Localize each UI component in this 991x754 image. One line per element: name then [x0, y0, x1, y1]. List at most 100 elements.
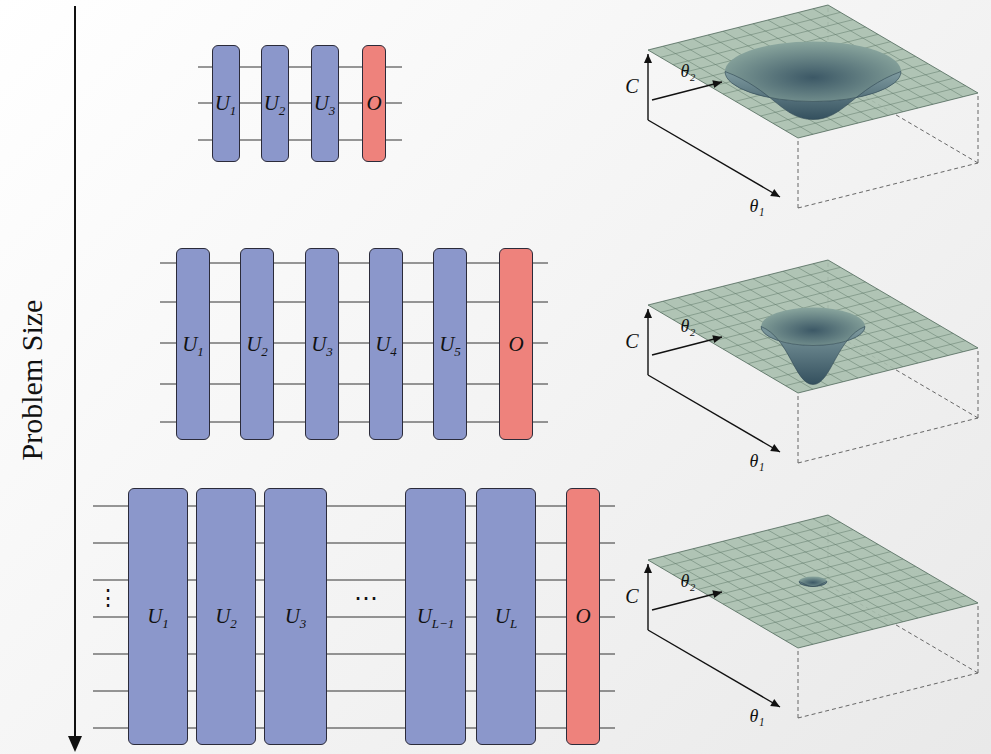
gate-subscript: 3	[329, 103, 336, 118]
gate-subscript: 1	[162, 616, 169, 631]
box-edge	[798, 648, 799, 718]
unitary-gate: UL	[476, 488, 536, 745]
gate-symbol: U	[439, 332, 454, 356]
unitary-gate: U1	[212, 45, 240, 162]
gate-label: U5	[439, 334, 461, 355]
box-edge	[978, 603, 979, 673]
axis-head	[770, 699, 780, 707]
gate-label: U2	[246, 334, 268, 355]
box-edge	[798, 393, 799, 463]
gate-symbol: U	[215, 604, 230, 628]
gate-symbol: U	[147, 604, 162, 628]
axis-title: Problem Size	[17, 300, 47, 461]
axis-label: C	[625, 76, 638, 96]
axis-arrow	[647, 564, 648, 630]
axis-label: θ₁	[749, 197, 764, 215]
gate-label: U2	[215, 606, 237, 627]
grid-line	[798, 523, 948, 611]
grid-line	[768, 530, 918, 618]
gate-symbol: U	[264, 91, 279, 115]
axis-arrow	[652, 592, 722, 610]
unitary-gate: UL−1	[405, 488, 466, 745]
axis-head	[644, 54, 652, 63]
grid-line	[786, 596, 966, 641]
axis-arrow	[652, 82, 722, 100]
axis-head	[770, 444, 780, 452]
grid-line	[753, 534, 903, 622]
axis-label: θ₂	[680, 317, 695, 335]
axis-label: C	[625, 586, 638, 606]
gate-label: U3	[285, 606, 307, 627]
grid-line	[783, 526, 933, 614]
ellipsis: ⋯	[354, 586, 378, 610]
gate-label: O	[575, 606, 590, 627]
gate-label: U1	[147, 606, 169, 627]
axis-arrow	[647, 309, 648, 375]
gate-subscript: 3	[326, 344, 333, 359]
unitary-gate: U2	[261, 45, 289, 162]
gate-symbol: U	[495, 604, 510, 628]
gate-label: U1	[215, 93, 237, 114]
unitary-gate: U2	[240, 248, 274, 440]
axis-head	[644, 564, 652, 573]
size-arrow	[74, 6, 76, 738]
axis-label: θ₁	[749, 707, 764, 725]
unitary-gate: U2	[196, 488, 256, 745]
gate-symbol: O	[366, 91, 381, 115]
unitary-gate: U3	[311, 45, 339, 162]
gate-subscript: 5	[454, 344, 461, 359]
box-edge	[798, 673, 978, 718]
gate-symbol: O	[508, 332, 523, 356]
gate-label: U3	[311, 334, 333, 355]
gate-label: UL	[495, 606, 517, 627]
axis-head	[712, 335, 722, 343]
gate-symbol: U	[314, 91, 329, 115]
gate-symbol: U	[311, 332, 326, 356]
dip-funnel	[725, 72, 901, 120]
gate-label: UL−1	[417, 606, 455, 627]
arrow-head	[68, 736, 82, 752]
grid-line	[761, 581, 941, 626]
axis-head	[770, 189, 780, 197]
gate-label: O	[508, 334, 523, 355]
gate-label: U4	[375, 334, 397, 355]
axis-head	[644, 309, 652, 318]
observable-box: O	[566, 488, 600, 745]
cost-plane	[648, 515, 978, 648]
gate-subscript: 3	[300, 616, 307, 631]
axis-arrow	[648, 120, 780, 197]
cost-plane	[648, 5, 978, 138]
unitary-gate: U4	[369, 248, 403, 440]
landscape	[644, 260, 978, 463]
ellipsis: ⋮	[97, 587, 119, 609]
axis-arrow	[652, 337, 722, 355]
axis-label: C	[625, 331, 638, 351]
grid-line	[813, 519, 963, 607]
dip-funnel	[799, 582, 827, 587]
observable-box: O	[362, 45, 386, 162]
gate-symbol: U	[285, 604, 300, 628]
gate-subscript: 4	[390, 344, 397, 359]
axis-arrow	[647, 54, 648, 120]
grid-line	[773, 588, 953, 633]
gate-subscript: L−1	[432, 616, 455, 631]
unitary-gate: U5	[433, 248, 467, 440]
gate-symbol: U	[215, 91, 230, 115]
landscape	[644, 515, 978, 718]
gate-symbol: O	[575, 604, 590, 628]
gate-label: U1	[182, 334, 204, 355]
grid-line	[738, 538, 888, 626]
axis-head	[712, 80, 722, 88]
gate-subscript: 2	[261, 344, 268, 359]
unitary-gate: U3	[305, 248, 339, 440]
dip-funnel	[761, 327, 865, 385]
gate-label: O	[366, 93, 381, 114]
gate-subscript: 2	[230, 616, 237, 631]
gate-subscript: L	[510, 616, 517, 631]
axis-arrow	[648, 630, 780, 707]
cost-plane	[648, 260, 978, 393]
axis-head	[712, 590, 722, 598]
gate-symbol: U	[246, 332, 261, 356]
axis-arrow	[648, 375, 780, 452]
landscape	[644, 5, 978, 208]
